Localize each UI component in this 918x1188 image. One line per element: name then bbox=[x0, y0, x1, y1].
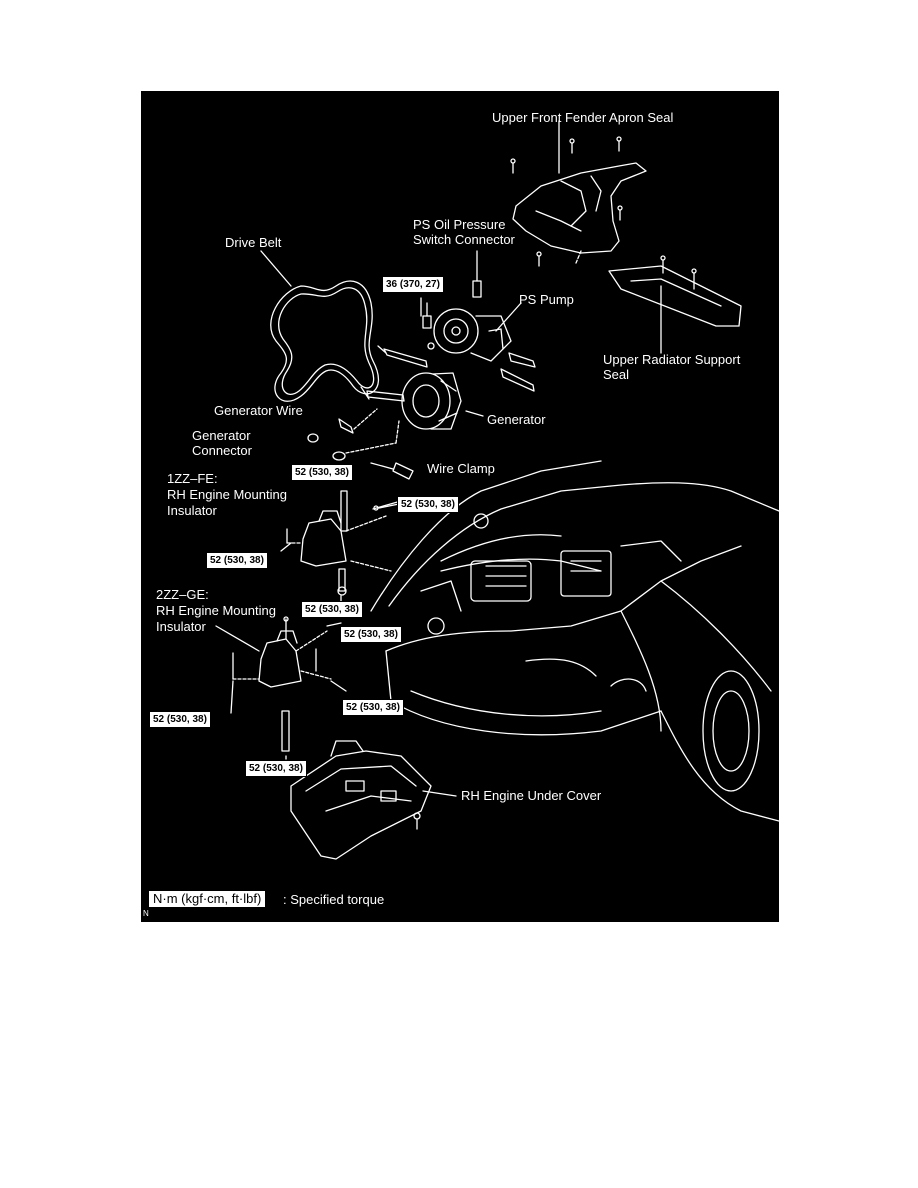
exploded-parts-diagram: Upper Front Fender Apron Seal PS Oil Pre… bbox=[141, 91, 779, 922]
label-ps-oil-pressure-line1: PS Oil Pressure bbox=[413, 217, 506, 232]
label-drive-belt: Drive Belt bbox=[225, 235, 282, 250]
label-generator-connector-line1: Generator bbox=[192, 428, 251, 443]
label-1zz-fe-line1: 1ZZ–FE: bbox=[167, 471, 218, 486]
label-upper-radiator-support-line2: Seal bbox=[603, 367, 630, 382]
label-ps-pump: PS Pump bbox=[519, 292, 574, 307]
ps-oil-pressure-switch-connector-part bbox=[472, 250, 482, 298]
legend-text: : Specified torque bbox=[283, 892, 385, 907]
label-upper-front-fender-apron-seal: Upper Front Fender Apron Seal bbox=[492, 110, 674, 125]
torque-ps-pump: 36 (370, 27) bbox=[382, 276, 444, 293]
label-generator-wire: Generator Wire bbox=[214, 403, 303, 418]
1zz-fe-mount-part bbox=[286, 490, 402, 596]
figure-code: N bbox=[143, 909, 149, 918]
2zz-ge-mount-part bbox=[215, 616, 342, 752]
label-generator-connector-line2: Connector bbox=[192, 443, 252, 458]
label-wire-clamp: Wire Clamp bbox=[427, 461, 495, 476]
torque-1zz-lower-bolt: 52 (530, 38) bbox=[301, 601, 363, 618]
label-2zz-ge-line1: 2ZZ–GE: bbox=[156, 587, 209, 602]
torque-1zz-side-bolt: 52 (530, 38) bbox=[397, 496, 459, 513]
generator-part bbox=[307, 372, 484, 480]
torque-2zz-left-bolt: 52 (530, 38) bbox=[149, 711, 211, 728]
diagram-artwork bbox=[215, 120, 779, 860]
label-upper-radiator-support-line1: Upper Radiator Support bbox=[603, 352, 741, 367]
torque-1zz-left-bolt: 52 (530, 38) bbox=[206, 552, 268, 569]
label-ps-oil-pressure-line2: Switch Connector bbox=[413, 232, 515, 247]
torque-2zz-lower-bolt: 52 (530, 38) bbox=[245, 760, 307, 777]
torque-2zz-upper-bolt: 52 (530, 38) bbox=[340, 626, 402, 643]
fender-apron-seal-part bbox=[510, 120, 647, 267]
vehicle-engine-bay-outline bbox=[370, 460, 779, 822]
ps-pump-part bbox=[377, 302, 536, 392]
leader-lines bbox=[230, 297, 422, 760]
label-2zz-ge-line2: RH Engine Mounting bbox=[156, 603, 276, 618]
torque-2zz-right-bolt: 52 (530, 38) bbox=[342, 699, 404, 716]
label-1zz-fe-line3: Insulator bbox=[167, 503, 217, 518]
drive-belt-part bbox=[260, 250, 379, 402]
torque-1zz-upper-bolt: 52 (530, 38) bbox=[291, 464, 353, 481]
label-2zz-ge-line3: Insulator bbox=[156, 619, 206, 634]
label-generator: Generator bbox=[487, 412, 546, 427]
label-rh-engine-under-cover: RH Engine Under Cover bbox=[461, 788, 602, 803]
label-1zz-fe-line2: RH Engine Mounting bbox=[167, 487, 287, 502]
radiator-support-seal-part bbox=[608, 255, 742, 354]
rh-engine-under-cover-part bbox=[290, 740, 457, 860]
legend-torque-unit-box: N·m (kgf·cm, ft·lbf) bbox=[149, 891, 266, 907]
